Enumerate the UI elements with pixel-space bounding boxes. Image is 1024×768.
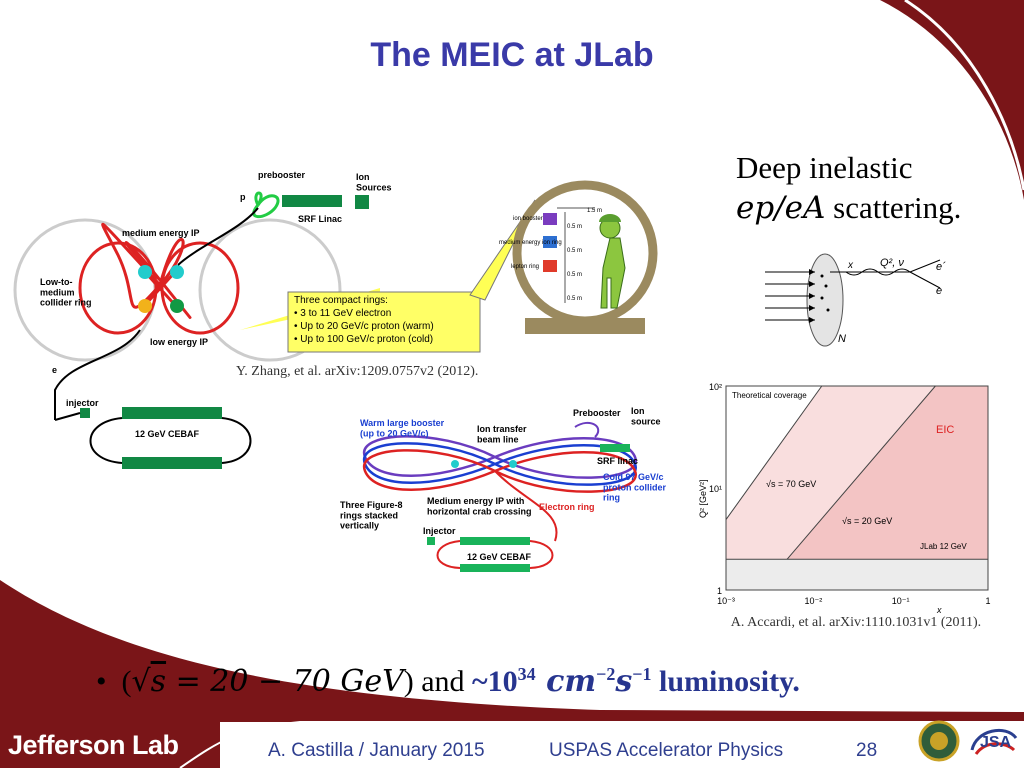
feyn-n: N — [838, 333, 846, 345]
callout-item-2: • Up to 20 GeV/c proton (warm) — [294, 321, 434, 332]
feyn-x: x — [847, 260, 854, 271]
bullet-math: = 20 − 70 GeV — [166, 664, 404, 699]
callout-item-1: • 3 to 11 GeV electron — [294, 308, 391, 319]
jlab-region — [726, 559, 988, 590]
deep-inelastic-heading: Deep inelastic ep/eA scattering. — [736, 148, 961, 228]
x-tick-1: 10⁻² — [804, 596, 822, 606]
d1-medium-ip: medium energy IP — [122, 228, 200, 238]
line-s70 — [725, 385, 823, 520]
d2-cebaf: 12 GeV CEBAF — [467, 552, 532, 562]
zhang-citation: Y. Zhang, et al. arXiv:1209.0757v2 (2012… — [236, 364, 479, 379]
luminosity-bullet: • (√s = 20 − 70 GeV) and ~1034 cm−2s−1 l… — [96, 664, 800, 699]
feyn-e: e — [936, 285, 942, 297]
page-number: 28 — [856, 740, 878, 761]
tunnel-dim-3: 0.5 m — [567, 248, 582, 254]
y-axis-title: Q² [GeV²] — [698, 479, 708, 518]
x-tick-0: 10⁻³ — [717, 596, 735, 606]
eic-region-20 — [787, 386, 988, 560]
lumi-value: ~1034 cm−2s−1 — [472, 664, 652, 699]
d2-prebooster: Prebooster — [573, 408, 621, 418]
footer-author: A. Castilla / January 2015 — [268, 740, 485, 761]
accardi-citation: A. Accardi, et al. arXiv:1110.1031v1 (20… — [730, 615, 982, 630]
y-tick-0: 10² — [709, 382, 722, 392]
d1-prebooster: prebooster — [258, 170, 306, 180]
d1-injector: injector — [66, 398, 99, 408]
d1-cebaf: 12 GeV CEBAF — [135, 429, 200, 439]
y-tick-1: 10¹ — [709, 484, 722, 494]
stacked-rings-diagram: Warm large booster(up to 20 GeV/c) Ion t… — [340, 406, 666, 572]
d1-p: p — [240, 192, 246, 202]
bullet-open: ( — [121, 665, 132, 698]
slide-title: The MEIC at JLab — [370, 36, 654, 74]
jsa-logo-icon: JSA — [970, 728, 1018, 755]
x-tick-2: 10⁻¹ — [892, 596, 910, 606]
tunnel-dim-4: 0.5 m — [567, 272, 582, 278]
callout-item-3: • Up to 100 GeV/c proton (cold) — [294, 334, 433, 345]
feyn-q: Q², ν — [880, 257, 904, 269]
tunnel-label-ion-booster: ion booster — [513, 216, 543, 222]
tunnel-dim-5: 0.5 m — [567, 296, 582, 302]
d1-e: e — [52, 365, 57, 375]
line-s20 — [786, 385, 936, 560]
x-axis-title: x — [936, 605, 942, 615]
label-jlab: JLab 12 GeV — [920, 542, 967, 551]
d2-injector: Injector — [423, 526, 456, 536]
bullet-sqrt: √s — [131, 664, 167, 699]
d2-warm-booster: Warm large booster(up to 20 GeV/c) — [360, 418, 445, 438]
label-eic: EIC — [936, 424, 954, 436]
footer-course: USPAS Accelerator Physics — [549, 740, 784, 761]
tunnel-label-lepton-ring: lepton ring — [511, 264, 539, 270]
bullet-close: ) and — [403, 665, 473, 698]
di-line1: Deep inelastic — [736, 150, 913, 185]
y-tick-2: 1 — [717, 586, 722, 596]
tunnel-dim-2: 0.5 m — [567, 224, 582, 230]
d2-electron-ring: Electron ring — [539, 502, 595, 512]
doe-seal-icon — [918, 720, 960, 762]
label-s70: √s = 70 GeV — [766, 479, 816, 489]
feyn-eprime: e´ — [936, 261, 946, 273]
d1-low-ip: low energy IP — [150, 337, 208, 347]
reaction-math: ep/eA — [736, 190, 826, 226]
di-line2: scattering. — [825, 190, 962, 225]
d2-srf-linac: SRF linac — [597, 456, 638, 466]
bullet-dot: • — [96, 665, 122, 698]
chart-frame — [725, 385, 989, 591]
d1-srf: SRF Linac — [298, 214, 342, 224]
label-theoretical: Theoretical coverage — [732, 391, 807, 400]
tunnel-label-medium-ring: medium energy ion ring — [499, 240, 562, 246]
x-tick-3: 1 — [985, 596, 990, 606]
tunnel-dim-1: 1.5 m — [587, 208, 602, 214]
svg-text:JSA: JSA — [980, 734, 1012, 751]
callout-title: Three compact rings: — [294, 295, 388, 306]
label-s20: √s = 20 GeV — [842, 516, 892, 526]
jefferson-lab-logo: Jefferson Lab — [8, 730, 179, 760]
dis-diagram: x Q², ν e´ e N — [765, 253, 946, 347]
tunnel-cross-section: ion booster medium energy ion ring lepto… — [499, 180, 658, 334]
bullet-tail: luminosity. — [651, 665, 800, 698]
